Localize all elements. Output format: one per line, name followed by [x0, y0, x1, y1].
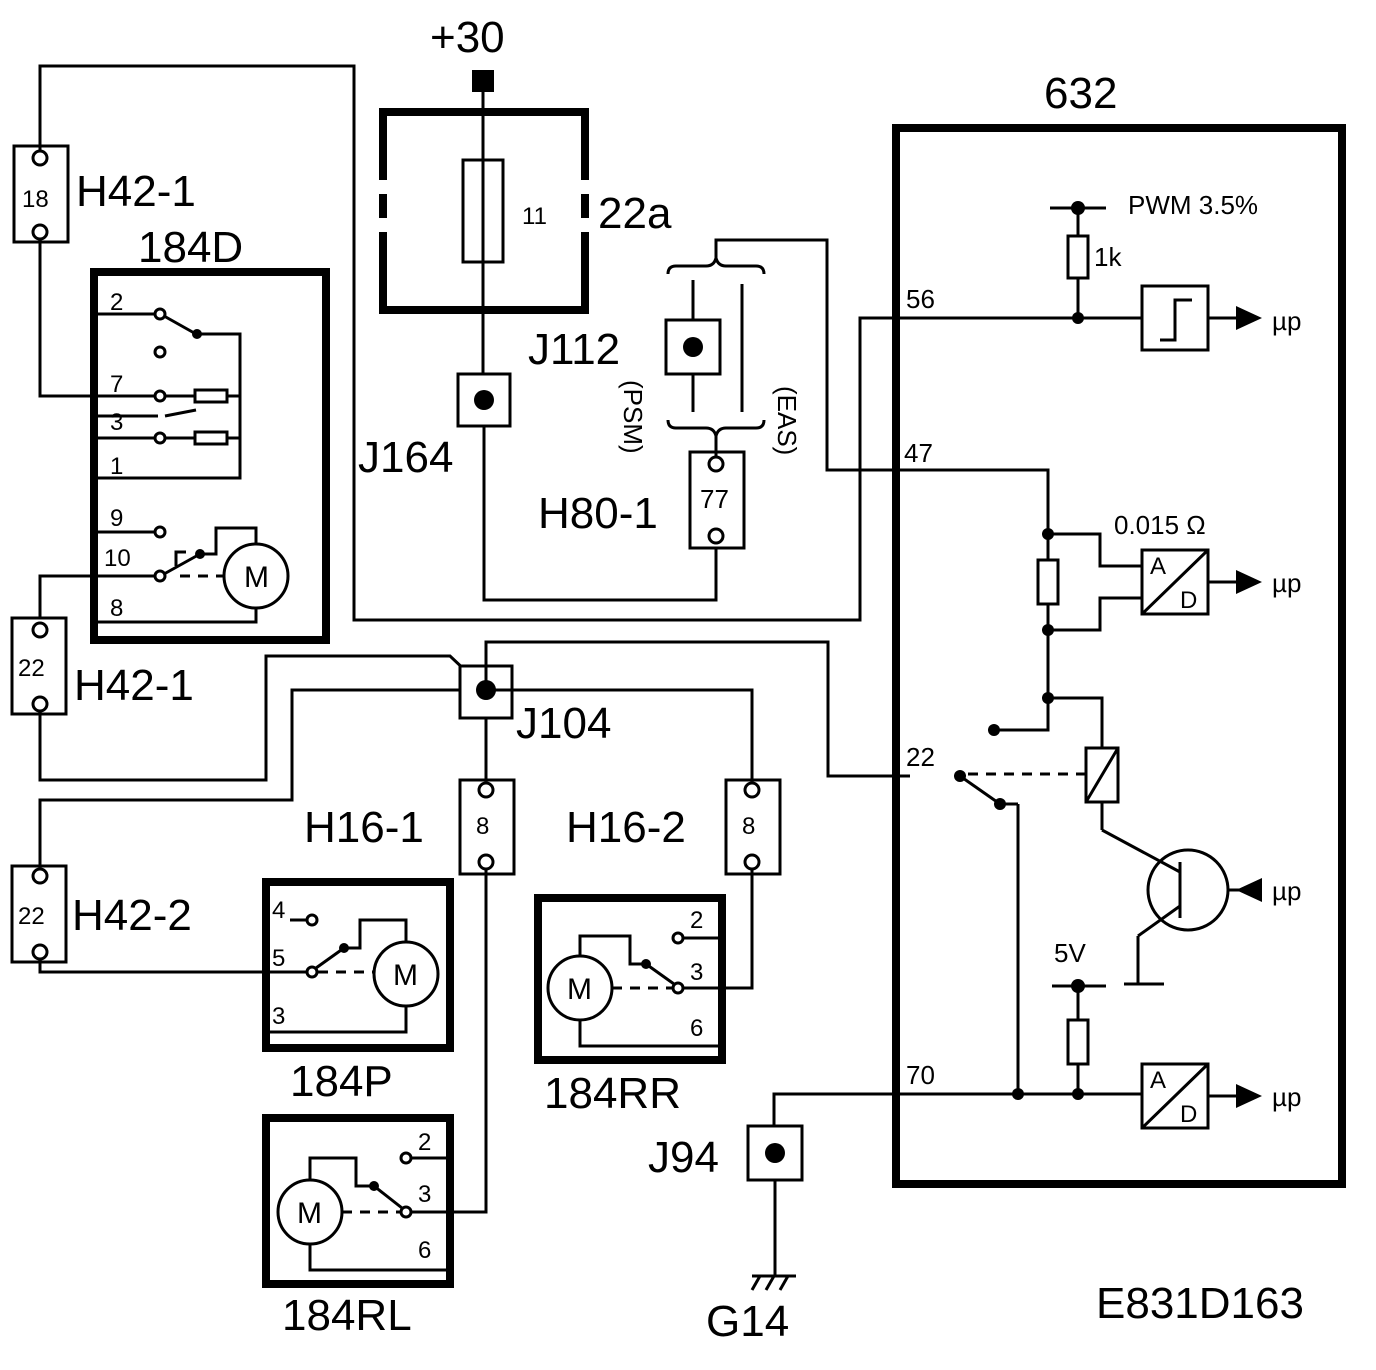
svg-text:M: M: [244, 561, 269, 594]
svg-text:2: 2: [110, 289, 123, 316]
svg-text:2: 2: [690, 907, 703, 934]
svg-text:µp: µp: [1272, 1082, 1301, 1112]
svg-text:6: 6: [418, 1237, 431, 1264]
connector-h42-1-top: 18 H42-1: [12, 64, 910, 622]
ground-j94-g14: J94 G14: [648, 1092, 910, 1346]
psm-label: (PSM): [618, 380, 648, 454]
ecu-632: 632 56 PWM 3.5% 1k µp 47 0.015 Ω A D µp: [892, 69, 1346, 1188]
pwm-label: PWM 3.5%: [1128, 190, 1258, 220]
supply-terminal: [472, 70, 494, 92]
r1k-label: 1k: [1094, 242, 1122, 272]
svg-text:7: 7: [110, 371, 123, 398]
svg-text:1: 1: [110, 453, 123, 480]
h42-2-pin: 22: [18, 903, 45, 930]
fuse-number: 11: [522, 203, 547, 230]
svg-text:A: A: [1150, 1067, 1166, 1094]
svg-text:10: 10: [104, 545, 131, 572]
j104-label: J104: [516, 699, 611, 748]
svg-text:M: M: [567, 973, 592, 1006]
svg-text:22: 22: [906, 742, 935, 772]
h80-label: H80-1: [538, 489, 658, 538]
svg-text:56: 56: [906, 284, 935, 314]
ecu-label: 632: [1044, 69, 1117, 118]
connector-h80-1: 77 H80-1: [538, 436, 746, 550]
h42-1-mid-pin: 22: [18, 655, 45, 682]
connector-h16-1: 8 H16-1: [304, 778, 516, 1214]
connector-h42-1-mid: 22 H42-1: [10, 574, 488, 782]
motor-184rl: 184RL 2 3 6 M: [262, 1114, 454, 1340]
figure-id: E831D163: [1096, 1279, 1304, 1328]
svg-text:µp: µp: [1272, 876, 1301, 906]
h80-pin: 77: [700, 484, 729, 514]
svg-text:µp: µp: [1272, 306, 1301, 336]
svg-text:D: D: [1180, 587, 1197, 614]
svg-text:3: 3: [272, 1003, 285, 1030]
g14-label: G14: [706, 1297, 789, 1346]
svg-text:6: 6: [690, 1015, 703, 1042]
h42-1-top-label: H42-1: [76, 167, 196, 216]
184d-label: 184D: [138, 223, 243, 272]
shunt-label: 0.015 Ω: [1114, 510, 1206, 540]
h42-1-mid-label: H42-1: [74, 661, 194, 710]
connector-j112: J112 (PSM) (EAS): [528, 238, 910, 472]
svg-text:3: 3: [110, 409, 123, 436]
svg-text:M: M: [297, 1197, 322, 1230]
184rl-label: 184RL: [282, 1291, 412, 1340]
svg-text:3: 3: [418, 1181, 431, 1208]
connector-h16-2: 8 H16-2: [566, 778, 782, 990]
connector-j164: J164: [358, 372, 718, 602]
h42-2-label: H42-2: [72, 891, 192, 940]
h16-2-label: H16-2: [566, 803, 686, 852]
fuse-box-label: 22a: [598, 189, 672, 238]
j112-label: J112: [528, 325, 620, 374]
svg-text:47: 47: [904, 438, 933, 468]
motor-184rr: 184RR 2 3 6 M: [534, 894, 726, 1118]
connector-j104: J104: [458, 640, 910, 784]
svg-text:9: 9: [110, 505, 123, 532]
v5-label: 5V: [1054, 938, 1086, 968]
connector-h42-2: 22 H42-2: [10, 688, 486, 974]
svg-text:8: 8: [110, 595, 123, 622]
supply-label: +30: [430, 13, 505, 62]
svg-text:M: M: [393, 959, 418, 992]
h16-2-pin: 8: [742, 813, 755, 840]
svg-text:5: 5: [272, 945, 285, 972]
h16-1-label: H16-1: [304, 803, 424, 852]
184p-label: 184P: [290, 1057, 393, 1106]
svg-text:4: 4: [272, 897, 285, 924]
eas-label: (EAS): [772, 386, 802, 455]
fuse-box-22a: [379, 108, 589, 314]
svg-text:2: 2: [418, 1129, 431, 1156]
motor-184p: 184P 4 5 3 M: [40, 878, 454, 1106]
supply-section: +30 11 22a: [375, 13, 672, 378]
svg-text:70: 70: [906, 1060, 935, 1090]
184rr-label: 184RR: [544, 1069, 681, 1118]
svg-text:D: D: [1180, 1101, 1197, 1128]
j164-label: J164: [358, 433, 453, 482]
svg-text:A: A: [1150, 553, 1166, 580]
h16-1-pin: 8: [476, 813, 489, 840]
j94-label: J94: [648, 1133, 719, 1182]
motor-184d: 184D 2 7 3 1 9 10 8: [90, 223, 330, 644]
svg-text:µp: µp: [1272, 568, 1301, 598]
svg-text:3: 3: [690, 959, 703, 986]
h42-1-top-pin: 18: [22, 186, 49, 213]
